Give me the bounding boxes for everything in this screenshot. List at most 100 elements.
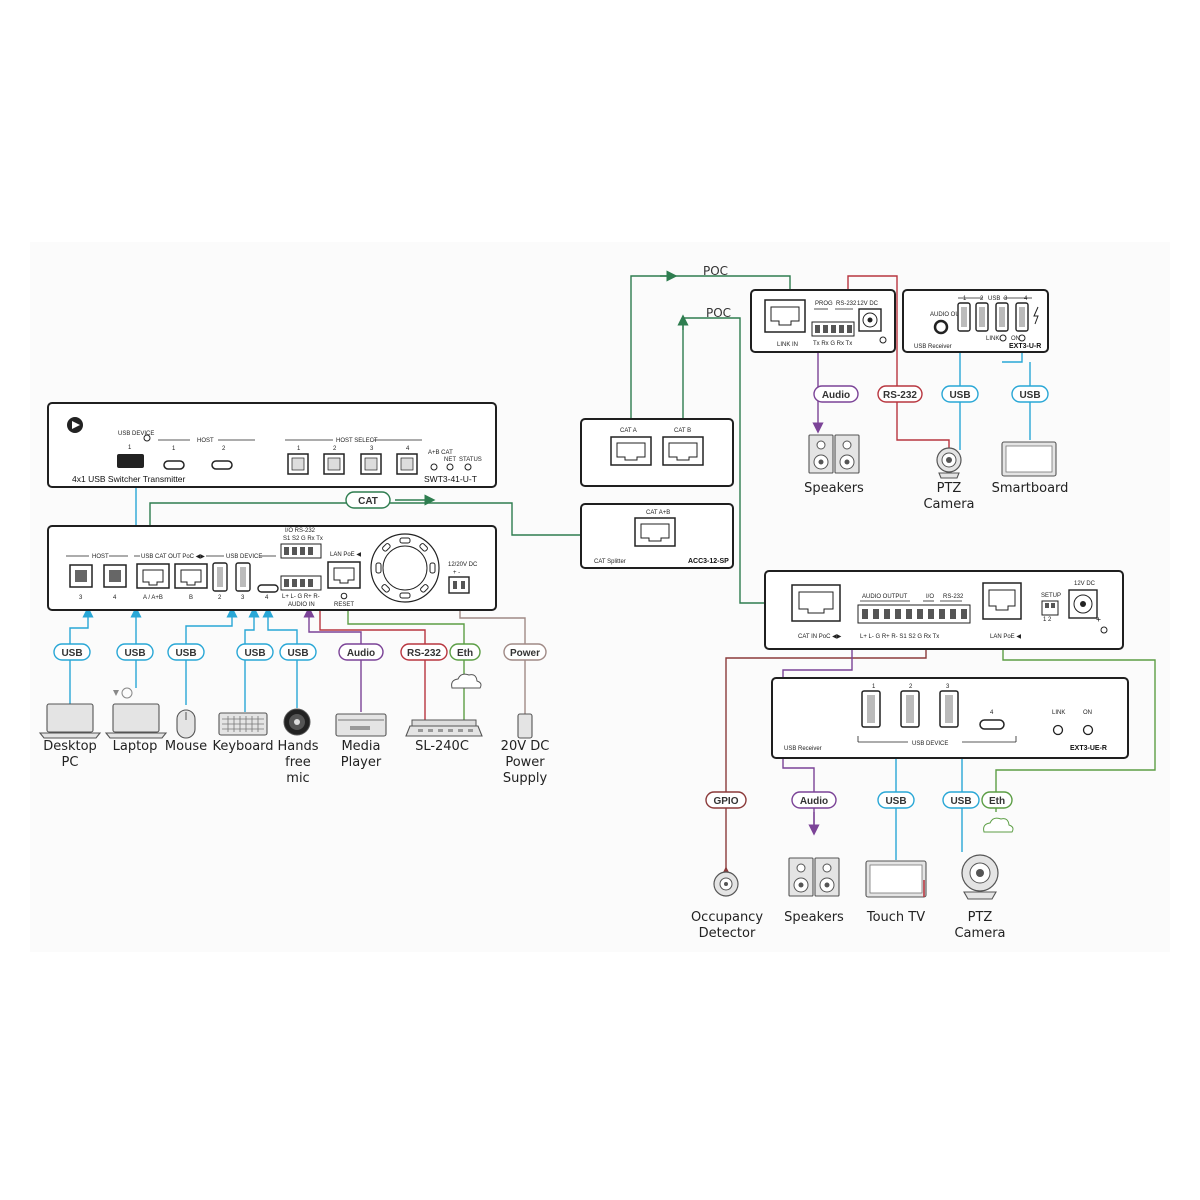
- led-net: [446, 463, 454, 471]
- pill-audio-top: Audio: [813, 385, 859, 403]
- svg-text:+: +: [1096, 614, 1101, 624]
- cat-splitter-top: CAT A CAT B: [580, 418, 734, 487]
- transmitter-title: 4x1 USB Switcher Transmitter: [72, 474, 186, 484]
- svg-text:1 2: 1 2: [1043, 617, 1052, 623]
- lan-poe-port[interactable]: [327, 561, 361, 589]
- svg-text:12/20V DC: 12/20V DC: [448, 562, 478, 568]
- network-cloud-bottom-icon: [983, 817, 1014, 833]
- cat-out-port-a[interactable]: [136, 563, 170, 589]
- svg-text:CAT: CAT: [358, 496, 378, 507]
- svg-text:USB CAT OUT PoC ◀▶: USB CAT OUT PoC ◀▶: [141, 554, 205, 560]
- svg-text:RS-232: RS-232: [407, 648, 441, 659]
- svg-text:LINK IN: LINK IN: [777, 342, 798, 348]
- svg-text:USB DEVICE: USB DEVICE: [226, 554, 262, 560]
- svg-text:L+ L- G R+ R-: L+ L- G R+ R-: [282, 594, 320, 600]
- svg-text:A+B CAT: A+B CAT: [428, 450, 453, 456]
- dc-power-port[interactable]: [448, 576, 470, 594]
- svg-text:Eth: Eth: [989, 796, 1005, 807]
- pill-usb-ptz-bottom: USB: [942, 791, 980, 809]
- svg-text:ON: ON: [1083, 710, 1092, 716]
- led-status: [464, 463, 472, 471]
- signal-pills: CAT POC POC Audio RS-232 USB USB USB USB…: [53, 264, 1049, 809]
- power-supply-icon: [517, 713, 533, 739]
- svg-text:ON: ON: [1011, 336, 1020, 342]
- svg-text:Audio: Audio: [822, 390, 850, 401]
- speakers-top-icon: [808, 434, 860, 474]
- svg-text:NET: NET: [444, 457, 456, 463]
- link-in-port[interactable]: [764, 299, 806, 333]
- pill-usb-touch-tv: USB: [877, 791, 915, 809]
- svg-text:USB: USB: [175, 648, 196, 659]
- svg-text:Audio: Audio: [800, 796, 828, 807]
- room-controller-icon: [405, 719, 483, 737]
- poc-line-1: [625, 275, 791, 444]
- touch-tv-icon: [865, 860, 927, 898]
- svg-text:USB: USB: [244, 648, 265, 659]
- receiver-bottom-front: 1 2 3 4 USB DEVICE USB Receiver LINK ON …: [771, 677, 1129, 759]
- svg-text:L+ L- G R+ R- S1 S2 G: L+ L- G R+ R- S1 S2 G Rx Tx: [860, 634, 939, 640]
- audio-in-terminal-block[interactable]: [280, 575, 322, 591]
- pill-rs232-top: RS-232: [877, 385, 923, 403]
- pill-usb-mic: USB: [279, 643, 317, 661]
- host-usbc-port-2[interactable]: [211, 460, 233, 470]
- svg-text:2: 2: [218, 595, 222, 601]
- usb-device-port-1[interactable]: [117, 454, 144, 468]
- cat-out-port-b[interactable]: [174, 563, 208, 589]
- pill-usb-top-ptz: USB: [941, 385, 979, 403]
- endpoint-icons: [38, 434, 1057, 900]
- svg-text:A / A+B: A / A+B: [143, 595, 163, 601]
- transmitter-front-panel: USB DEVICE 1 HOST 1 2 HOST SELECT 1 2 3 …: [47, 402, 497, 488]
- svg-text:1: 1: [128, 445, 132, 451]
- label-mouse: Mouse: [165, 739, 207, 754]
- rs232-terminal-block[interactable]: [811, 321, 855, 337]
- laptop-icon: [104, 687, 168, 739]
- svg-text:ACC3-12-SP: ACC3-12-SP: [688, 558, 729, 565]
- usb-device-port-4[interactable]: [257, 584, 279, 593]
- pill-usb-mouse: USB: [167, 643, 205, 661]
- svg-text:USB: USB: [124, 648, 145, 659]
- reset-button[interactable]: [340, 592, 348, 600]
- ptz-camera-top-icon: [936, 447, 962, 479]
- svg-text:3: 3: [79, 595, 83, 601]
- occupancy-detector-icon: [713, 871, 739, 897]
- svg-text:PROG: PROG: [815, 301, 833, 307]
- audio-out-jack[interactable]: [933, 319, 949, 335]
- label-smartboard: Smartboard: [992, 481, 1069, 496]
- svg-text:3: 3: [946, 684, 950, 690]
- usbc-port-bottom-4[interactable]: [979, 719, 1005, 730]
- svg-text:LAN PoE ◀: LAN PoE ◀: [330, 552, 361, 558]
- pill-audio-media: Audio: [338, 643, 384, 661]
- pill-gpio: GPIO: [705, 791, 747, 809]
- svg-text:USB: USB: [949, 390, 970, 401]
- eth-line-ptz-bottom: [995, 632, 1156, 812]
- svg-text:HOST: HOST: [197, 438, 214, 444]
- pill-usb-laptop: USB: [116, 643, 154, 661]
- label-keyboard: Keyboard: [212, 739, 273, 754]
- svg-text:2: 2: [909, 684, 913, 690]
- svg-text:EXT3-U-R: EXT3-U-R: [1009, 343, 1041, 350]
- cat-in-port[interactable]: [791, 584, 841, 622]
- svg-text:GPIO: GPIO: [713, 796, 738, 807]
- audio-output-terminal-block[interactable]: [857, 604, 971, 624]
- io-terminal-block[interactable]: [280, 543, 322, 559]
- rs232-top-line: [847, 275, 950, 452]
- svg-text:4: 4: [990, 710, 994, 716]
- svg-text:HOST: HOST: [92, 554, 109, 560]
- svg-text:EXT3-UE-R: EXT3-UE-R: [1070, 745, 1107, 752]
- speakers-bottom-icon: [788, 857, 840, 897]
- setup-dip-switch[interactable]: [1041, 600, 1059, 616]
- host-usbc-port-1[interactable]: [163, 460, 185, 470]
- label-speakers-bottom: Speakers: [784, 910, 844, 925]
- svg-text:LINK: LINK: [986, 336, 999, 342]
- poc-label-2: POC: [706, 306, 731, 320]
- svg-text:1: 1: [963, 296, 967, 302]
- svg-text:LINK: LINK: [1052, 710, 1065, 716]
